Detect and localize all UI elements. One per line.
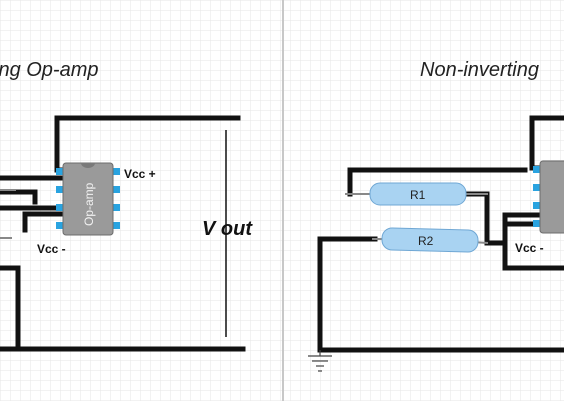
vcc-minus-label-left: Vcc - xyxy=(37,242,66,256)
opamp-pin xyxy=(112,186,120,193)
left-panel-title: ing Op-amp xyxy=(0,59,99,81)
opamp-pin xyxy=(56,168,64,175)
opamp-pin xyxy=(533,184,541,191)
vcc-plus-label: Vcc + xyxy=(124,167,156,181)
resistor-r1: R1 xyxy=(369,182,467,206)
opamp-pin xyxy=(56,222,64,229)
opamp-pin xyxy=(112,222,120,229)
opamp-pin xyxy=(533,202,541,209)
opamp-pin xyxy=(112,204,120,211)
opamp-pin xyxy=(56,204,64,211)
vout-label: V out xyxy=(202,218,253,240)
r1-label: R1 xyxy=(410,188,426,202)
opamp-chip-left: Op-amp xyxy=(56,162,120,236)
opamp-body xyxy=(539,160,564,234)
r2-label: R2 xyxy=(418,234,434,248)
opamp-pin xyxy=(533,166,541,173)
resistor-r2: R2 xyxy=(381,227,479,253)
ground-icon xyxy=(308,350,332,372)
right-wires xyxy=(317,115,564,353)
right-panel-title: Non-inverting xyxy=(420,59,539,81)
opamp-pin xyxy=(56,186,64,193)
opamp-chip-right xyxy=(533,160,564,234)
opamp-pin xyxy=(533,220,541,227)
opamp-notch xyxy=(81,163,95,168)
vcc-minus-label-right: Vcc - xyxy=(515,241,544,255)
opamp-label: Op-amp xyxy=(82,182,96,226)
opamp-pin xyxy=(112,168,120,175)
